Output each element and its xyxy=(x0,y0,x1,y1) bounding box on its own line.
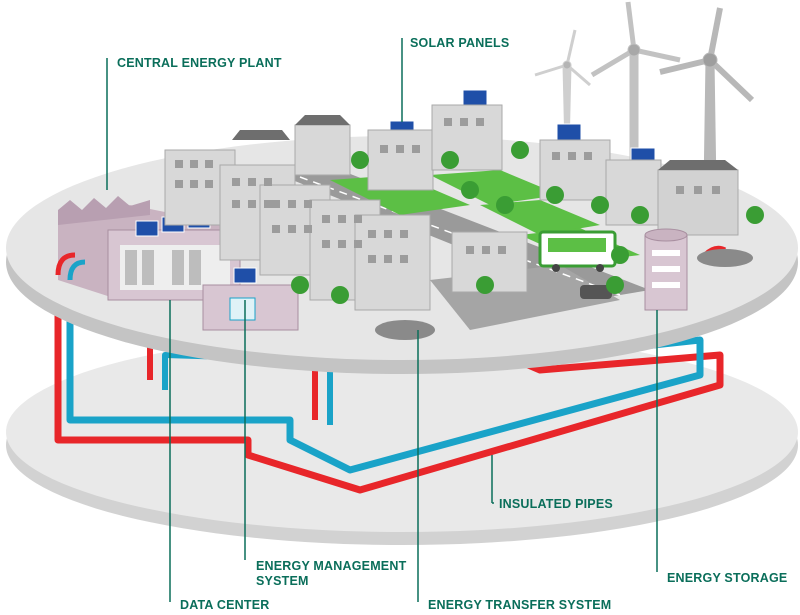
label-central-energy-plant: CENTRAL ENERGY PLANT xyxy=(117,56,282,70)
roofs xyxy=(232,115,738,170)
label-energy-storage: ENERGY STORAGE xyxy=(667,571,788,585)
wind-turbine xyxy=(590,1,681,176)
label-energy-transfer-system: ENERGY TRANSFER SYSTEM xyxy=(428,598,612,612)
building-windows xyxy=(175,118,720,263)
buildings xyxy=(164,104,739,311)
trees xyxy=(291,141,764,304)
solar-panel xyxy=(462,89,488,107)
label-ems-line2: SYSTEM xyxy=(256,574,309,588)
energy-storage-tower xyxy=(644,228,688,311)
solar-panel xyxy=(135,220,159,237)
lower-platform xyxy=(6,332,798,545)
label-insulated-pipes: INSULATED PIPES xyxy=(499,497,613,511)
label-solar-panels: SOLAR PANELS xyxy=(410,36,510,50)
pipe-inlets xyxy=(55,245,753,340)
central-energy-plant xyxy=(58,196,241,301)
solar-panel xyxy=(556,123,582,141)
car xyxy=(580,285,612,299)
solar-panel xyxy=(233,267,257,284)
label-ems-line1: ENERGY MANAGEMENT xyxy=(256,559,407,573)
hot-pipe-loop xyxy=(54,275,724,494)
label-data-center: DATA CENTER xyxy=(180,598,270,612)
wind-turbine xyxy=(659,7,755,191)
energy-management-building xyxy=(202,284,299,331)
leader-lines xyxy=(106,38,658,602)
bus xyxy=(538,230,617,272)
label-energy-management-system: ENERGY MANAGEMENT SYSTEM xyxy=(256,559,426,589)
